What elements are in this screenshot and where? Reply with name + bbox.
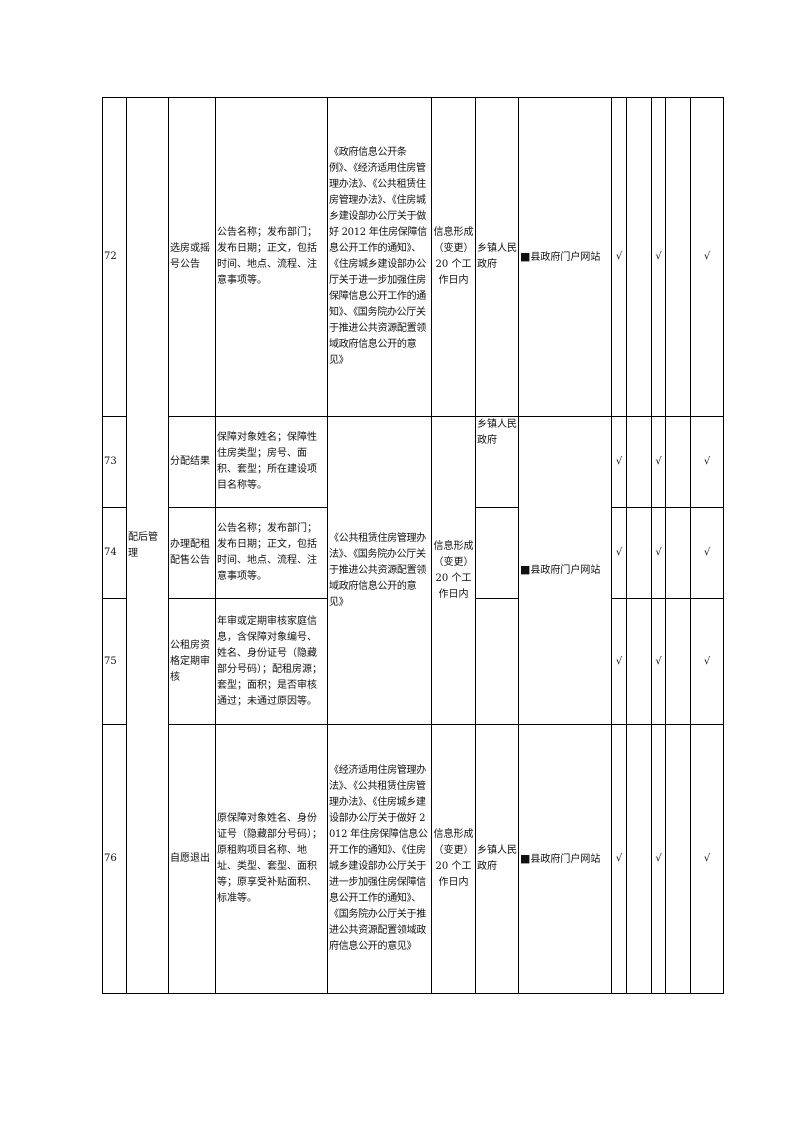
square-bullet-icon: ■ bbox=[520, 249, 531, 263]
empty-cell bbox=[665, 507, 691, 599]
check-mark: √ bbox=[690, 97, 724, 417]
table-row: 72 配后管理 选房或摇号公告 公告名称；发布部门；发布日期；正文，包括时间、地… bbox=[102, 97, 724, 994]
subject-cell bbox=[475, 598, 519, 725]
item-cell: 分配结果 bbox=[168, 416, 216, 508]
square-bullet-icon: ■ bbox=[520, 851, 531, 865]
time-limit-cell: 信息形成（变更）20 个工作日内 bbox=[431, 416, 476, 725]
check-mark: √ bbox=[611, 97, 627, 417]
table-row: 73 分配结果 保障对象姓名；保障性住房类型；房号、面积、套型；所在建设项目名称… bbox=[102, 416, 724, 725]
channel-label: 县政府门户网站 bbox=[530, 251, 601, 263]
check-mark: √ bbox=[611, 724, 627, 994]
time-limit-cell: 信息形成（变更）20 个工作日内 bbox=[431, 724, 476, 994]
content-cell: 公告名称；发布部门；发布日期；正文，包括时间、地点、流程、注意事项等。 bbox=[215, 507, 328, 599]
category-cell: 配后管理 bbox=[126, 97, 169, 994]
content-cell: 保障对象姓名；保障性住房类型；房号、面积、套型；所在建设项目名称等。 bbox=[215, 416, 328, 508]
category-label: 配后管理 bbox=[128, 531, 158, 559]
table-row: 75 公租房资格定期审核 年审或定期审核家庭信息，含保障对象编号、姓名、身份证号… bbox=[102, 598, 724, 725]
empty-cell bbox=[626, 97, 652, 417]
basis-cell: 《政府信息公开条例》、《经济适用住房管理办法》、《公共租赁住房管理办法》、《住房… bbox=[327, 97, 432, 417]
subject-cell: 乡镇人民政府 bbox=[475, 724, 519, 994]
item-cell: 公租房资格定期审核 bbox=[168, 598, 216, 725]
empty-cell bbox=[626, 416, 652, 508]
table-row: 74 办理配租配售公告 公告名称；发布部门；发布日期；正文，包括时间、地点、流程… bbox=[102, 507, 724, 599]
channel-cell: ■县政府门户网站 bbox=[518, 416, 612, 725]
check-mark: √ bbox=[651, 598, 666, 725]
subject-cell: 乡镇人民政府 bbox=[475, 97, 519, 417]
channel-cell: ■县政府门户网站 bbox=[518, 724, 612, 994]
empty-cell bbox=[626, 724, 652, 994]
check-mark: √ bbox=[651, 724, 666, 994]
empty-cell bbox=[665, 724, 691, 994]
item-cell: 选房或摇号公告 bbox=[168, 97, 216, 417]
basis-cell: 《经济适用住房管理办法》、《公共租赁住房管理办法》、《住房城乡建设部办公厅关于做… bbox=[327, 724, 432, 994]
content-cell: 年审或定期审核家庭信息，含保障对象编号、姓名、身份证号（隐藏部分号码）；配租房源… bbox=[215, 598, 328, 725]
check-mark: √ bbox=[651, 97, 666, 417]
check-mark: √ bbox=[611, 598, 627, 725]
row-number: 72 bbox=[102, 97, 127, 417]
row-number: 74 bbox=[102, 507, 127, 599]
row-number: 75 bbox=[102, 598, 127, 725]
check-mark: √ bbox=[611, 416, 627, 508]
channel-label: 县政府门户网站 bbox=[530, 853, 601, 865]
empty-cell bbox=[626, 598, 652, 725]
subject-cell: 乡镇人民政府 bbox=[475, 416, 519, 508]
empty-cell bbox=[665, 97, 691, 417]
channel-cell: ■县政府门户网站 bbox=[518, 97, 612, 417]
row-number: 76 bbox=[102, 724, 127, 994]
row-number: 73 bbox=[102, 416, 127, 508]
check-mark: √ bbox=[690, 507, 724, 599]
table-row: 76 自愿退出 原保障对象姓名、身份证号（隐藏部分号码）；原租购项目名称、地址、… bbox=[102, 724, 724, 994]
check-mark: √ bbox=[611, 507, 627, 599]
check-mark: √ bbox=[651, 416, 666, 508]
time-limit-cell: 信息形成（变更）20 个工作日内 bbox=[431, 97, 476, 417]
item-cell: 办理配租配售公告 bbox=[168, 507, 216, 599]
disclosure-table: 72 配后管理 选房或摇号公告 公告名称；发布部门；发布日期；正文，包括时间、地… bbox=[102, 97, 724, 994]
basis-cell: 《公共租赁住房管理办法》、《国务院办公厅关于推进公共资源配置领域政府信息公开的意… bbox=[327, 416, 432, 725]
check-mark: √ bbox=[651, 507, 666, 599]
content-cell: 公告名称；发布部门；发布日期；正文，包括时间、地点、流程、注意事项等。 bbox=[215, 97, 328, 417]
check-mark: √ bbox=[690, 416, 724, 508]
subject-cell bbox=[475, 507, 519, 599]
empty-cell bbox=[665, 416, 691, 508]
check-mark: √ bbox=[690, 724, 724, 994]
channel-label: 县政府门户网站 bbox=[530, 565, 601, 576]
empty-cell bbox=[665, 598, 691, 725]
square-bullet-icon: ■ bbox=[520, 563, 531, 576]
empty-cell bbox=[626, 507, 652, 599]
content-cell: 原保障对象姓名、身份证号（隐藏部分号码）；原租购项目名称、地址、类型、套型、面积… bbox=[215, 724, 328, 994]
item-cell: 自愿退出 bbox=[168, 724, 216, 994]
check-mark: √ bbox=[690, 598, 724, 725]
